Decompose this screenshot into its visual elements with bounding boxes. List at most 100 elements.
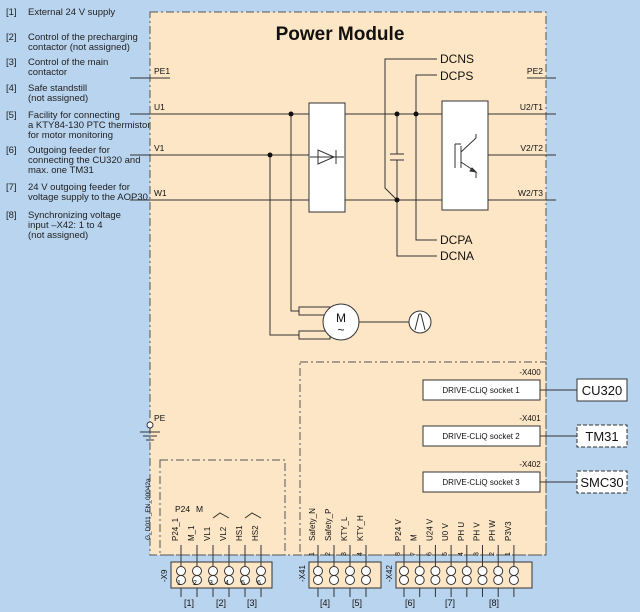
pin-number: 3 (341, 552, 348, 556)
terminal-screw[interactable] (224, 566, 234, 576)
terminal-w2: W2/T3 (518, 188, 543, 198)
legend-item: [1]External 24 V supply (6, 8, 151, 18)
pin-number: 3 (474, 552, 481, 556)
terminal-screw[interactable] (493, 575, 504, 585)
legend-item: [5]Facility for connecting a KTY84-130 P… (6, 111, 151, 141)
terminal-screw[interactable] (414, 575, 425, 585)
pin-number: 2 (325, 552, 332, 556)
doc-id: G_D011_EN_00042a (145, 478, 152, 540)
target-tm31 (576, 424, 628, 448)
pin-number: 4 (357, 552, 364, 556)
motor-tilde: ~ (337, 323, 344, 337)
terminal-screw[interactable] (345, 575, 355, 585)
x9-section-box (159, 459, 286, 556)
legend-item: [7]24 V outgoing feeder for voltage supp… (6, 183, 151, 203)
legend-text: Control of the precharging contactor (no… (28, 32, 138, 53)
terminal-screw[interactable] (176, 566, 186, 576)
terminal-screw[interactable] (430, 566, 441, 576)
socket-id: -X400 (519, 368, 541, 377)
terminal-screw[interactable] (208, 566, 218, 576)
terminal-screw[interactable] (446, 566, 457, 576)
terminal-screw[interactable] (208, 575, 218, 585)
legend-text: 24 V outgoing feeder for voltage supply … (28, 182, 148, 203)
terminal-screw[interactable] (345, 566, 355, 576)
pin-number: 6 (257, 580, 261, 587)
pin-label: P3V3 (504, 521, 513, 541)
terminal-screw[interactable] (430, 575, 441, 585)
drivecliq-socket[interactable] (422, 425, 541, 447)
pin-label: P24 V (394, 519, 403, 541)
terminal-screw[interactable] (461, 575, 472, 585)
socket-label: DRIVE-CLiQ socket 2 (442, 432, 520, 441)
terminal-screw[interactable] (240, 575, 250, 585)
terminal-screw[interactable] (192, 566, 202, 576)
terminal-screw[interactable] (493, 566, 504, 576)
page-title: Power Module (276, 24, 405, 45)
label-dcpa: DCPA (440, 233, 472, 247)
pin-label: M (410, 534, 419, 541)
terminal-screw[interactable] (477, 566, 488, 576)
legend-number: [5] (6, 110, 17, 121)
capacitor-icon (390, 153, 404, 161)
pin-number: 3 (209, 580, 213, 587)
legend-text: Safe standstill (not assigned) (28, 83, 89, 104)
pin-label: HS2 (251, 525, 260, 541)
group-label: [3] (247, 598, 257, 608)
terminal-pe: PE (154, 413, 166, 423)
terminal-screw[interactable] (192, 575, 202, 585)
legend-text: Control of the main contactor (28, 57, 109, 78)
terminal-screw[interactable] (313, 566, 323, 576)
label-dcns: DCNS (440, 52, 474, 66)
motor-label: M (336, 311, 346, 325)
fan-icon (408, 310, 432, 334)
legend-number: [2] (6, 32, 17, 43)
pin-label: M_1 (187, 525, 196, 541)
contact-icon (244, 512, 262, 519)
terminal-screw[interactable] (256, 566, 266, 576)
terminal-screw[interactable] (477, 575, 488, 585)
x41-name: -X41 (298, 565, 307, 582)
drivecliq-socket[interactable] (422, 379, 541, 401)
pin-number: 5 (241, 580, 245, 587)
x9-name: -X9 (160, 569, 169, 582)
terminal-screw[interactable] (414, 566, 425, 576)
terminal-screw[interactable] (399, 566, 409, 576)
pin-label: Safety_N (308, 508, 317, 541)
terminal-screw[interactable] (329, 566, 339, 576)
pin-label: PH U (457, 522, 466, 541)
terminal-screw[interactable] (361, 566, 371, 576)
terminal-screw[interactable] (256, 575, 266, 585)
terminal-screw[interactable] (176, 575, 186, 585)
terminal-screw[interactable] (240, 566, 250, 576)
group-label: [2] (216, 598, 226, 608)
socket-id: -X401 (519, 414, 541, 423)
pin-label: KTY_L (340, 516, 349, 541)
legend-item: [4]Safe standstill (not assigned) (6, 84, 151, 104)
drivecliq-socket[interactable] (422, 471, 541, 493)
inverter-block (441, 100, 489, 211)
group-label: [1] (184, 598, 194, 608)
pin-label: P24_1 (171, 517, 180, 541)
terminal-screw[interactable] (313, 575, 323, 585)
legend-item: [8]Synchronizing voltage input –X42: 1 t… (6, 211, 151, 241)
group-label: [4] (320, 598, 330, 608)
terminal-screw[interactable] (508, 566, 519, 576)
target-cu320 (576, 378, 628, 402)
terminal-screw[interactable] (329, 575, 339, 585)
terminal-screw[interactable] (361, 575, 371, 585)
pin-label: KTY_H (356, 515, 365, 541)
target-label: TM31 (585, 429, 618, 444)
terminal-screw[interactable] (446, 575, 457, 585)
terminal-screw[interactable] (224, 575, 234, 585)
terminal-screw[interactable] (461, 566, 472, 576)
pin-number: 1 (309, 552, 316, 556)
group-label: [6] (405, 598, 415, 608)
target-label: CU320 (582, 383, 622, 398)
pin-number: 7 (411, 552, 418, 556)
terminal-screw[interactable] (399, 575, 409, 585)
terminal-screw[interactable] (508, 575, 519, 585)
x42-name: -X42 (385, 565, 394, 582)
x9-p24-label: P24 (175, 504, 190, 514)
